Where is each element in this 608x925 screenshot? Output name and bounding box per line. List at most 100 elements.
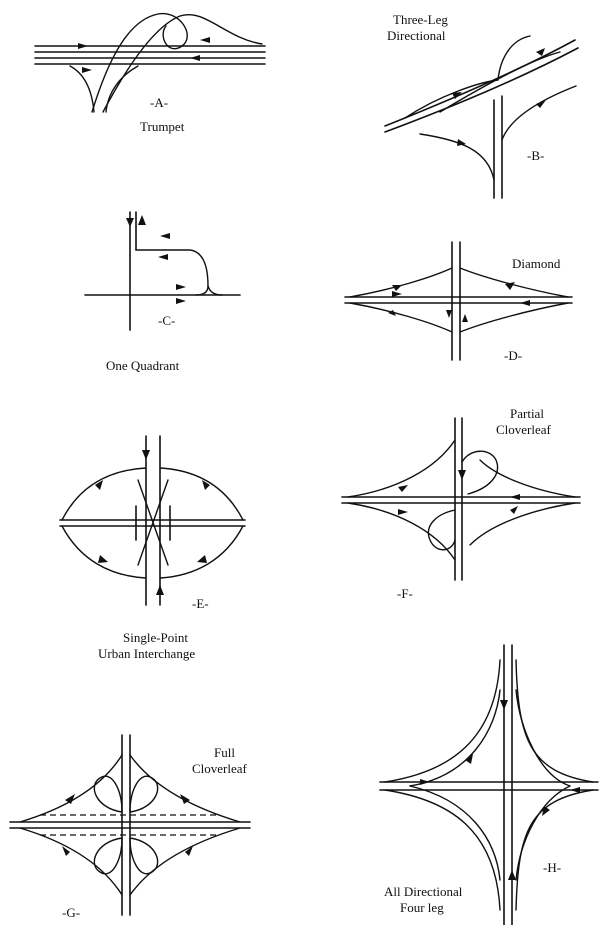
directional-ramp-1 xyxy=(404,35,531,119)
parclo-arrow-2 xyxy=(510,494,520,500)
trumpet-letter: -A- xyxy=(150,95,169,110)
trumpet-arrow-2 xyxy=(200,37,210,43)
quadrant-arrow-ramp xyxy=(158,254,168,260)
spui-letter: -E- xyxy=(192,596,209,611)
parclo-ramp-sw xyxy=(347,502,456,561)
directional-arrow-4 xyxy=(536,100,546,108)
directional4-ramp-sw-outer xyxy=(384,789,501,911)
diamond-arrow-3 xyxy=(520,300,530,306)
diamond-ramp-sw xyxy=(349,302,453,333)
clover-ramp-se xyxy=(129,827,241,896)
directional4-caption-line1: All Directional xyxy=(384,884,463,899)
spui-ramp-ne xyxy=(159,467,244,521)
directional-ramp-2 xyxy=(439,51,561,113)
spui-ramp-sw xyxy=(61,525,147,579)
quadrant-arrow-left xyxy=(160,233,170,239)
single-point-drawing xyxy=(59,435,246,606)
clover-loop-nw xyxy=(93,775,123,813)
directional-mainline-1 xyxy=(384,39,576,127)
trumpet-loop-ramp xyxy=(91,13,188,113)
parclo-arrow-3 xyxy=(398,509,408,515)
trumpet-left-ramp xyxy=(69,65,95,113)
parclo-ramp-se xyxy=(469,502,576,546)
parclo-arrow-1 xyxy=(398,485,408,492)
clover-arrow-1 xyxy=(65,794,75,804)
all-directional-drawing xyxy=(379,644,599,925)
clover-ramp-nw xyxy=(19,754,123,823)
clover-loop-ne xyxy=(129,775,159,813)
clover-arrow-3 xyxy=(62,846,70,856)
trumpet-outer-ramp xyxy=(102,13,263,113)
one-quadrant-caption: One Quadrant xyxy=(106,358,180,373)
three-leg-letter: -B- xyxy=(527,148,545,163)
diamond-arrow-5 xyxy=(505,282,515,290)
parclo-arrow-4 xyxy=(510,506,518,514)
trumpet-right-ramp xyxy=(105,65,139,113)
diamond-arrow-4 xyxy=(388,310,396,316)
directional4-ramp-nw-inner xyxy=(409,689,501,787)
spui-arrow-5 xyxy=(98,555,108,563)
spui-arrow-3 xyxy=(95,480,103,490)
spui-ramp-se xyxy=(159,525,244,579)
trumpet-drawing xyxy=(34,13,266,113)
full-cloverleaf-drawing xyxy=(9,734,251,916)
directional4-ramp-ne-outer xyxy=(515,659,594,783)
quadrant-arrow-up xyxy=(138,215,146,225)
directional4-ramp-se-inner xyxy=(515,785,571,881)
diamond-caption: Diamond xyxy=(512,256,561,271)
directional4-arrow-3 xyxy=(500,700,508,710)
parclo-caption-line2: Cloverleaf xyxy=(496,422,551,437)
parclo-ramp-nw xyxy=(347,439,456,498)
parclo-caption-line1: Partial xyxy=(510,406,544,421)
quadrant-ramp-end xyxy=(207,285,223,296)
clover-ramp-ne xyxy=(129,754,241,823)
partial-cloverleaf-drawing xyxy=(341,417,581,581)
three-leg-caption-line1: Three-Leg xyxy=(393,12,448,27)
clover-arrow-4 xyxy=(185,846,193,856)
clover-caption-line2: Cloverleaf xyxy=(192,761,247,776)
spui-arrow-2 xyxy=(156,585,164,595)
clover-arrow-2 xyxy=(180,794,190,804)
clover-letter: -G- xyxy=(62,905,81,920)
spui-ramp-nw xyxy=(61,467,147,521)
spui-arrow-1 xyxy=(142,450,150,460)
directional-arrow-2 xyxy=(536,48,545,56)
directional-ramp-4 xyxy=(501,85,577,141)
diamond-arrow-1 xyxy=(392,285,402,291)
three-leg-caption-line2: Directional xyxy=(387,28,446,43)
directional-arrow-3 xyxy=(457,139,466,146)
directional4-letter: -H- xyxy=(543,860,562,875)
clover-ramp-sw xyxy=(19,827,123,896)
diamond-ramp-nw xyxy=(349,267,453,298)
directional4-arrow-2 xyxy=(570,787,580,793)
three-leg-directional-drawing xyxy=(384,35,579,199)
spui-arrow-6 xyxy=(197,555,207,563)
trumpet-arrow-1 xyxy=(78,43,88,49)
parclo-arrow-5 xyxy=(458,470,466,480)
parclo-loop-sw xyxy=(427,509,456,551)
directional4-arrow-1 xyxy=(420,779,430,785)
quadrant-arrow-right-1 xyxy=(176,284,186,290)
clover-loop-sw xyxy=(93,837,123,875)
parclo-ramp-ne xyxy=(479,459,576,498)
directional4-ramp-ne-inner xyxy=(515,689,571,787)
directional4-arrow-5 xyxy=(465,754,473,764)
parclo-loop-ne xyxy=(461,450,499,495)
directional4-ramp-sw-inner xyxy=(409,785,501,881)
diamond-arrow-6 xyxy=(446,310,452,318)
spui-caption-line1: Single-Point xyxy=(123,630,189,645)
directional-arrow-1 xyxy=(452,92,462,99)
trumpet-arrow-3 xyxy=(82,67,92,73)
spui-arrow-4 xyxy=(202,480,210,490)
directional4-ramp-nw-outer xyxy=(384,659,501,783)
diamond-arrow-2 xyxy=(392,291,402,297)
diamond-ramp-se xyxy=(459,302,569,333)
diamond-drawing xyxy=(344,241,573,361)
quadrant-arrow-down xyxy=(126,218,134,227)
quadrant-arrow-right-2 xyxy=(176,298,186,304)
directional4-arrow-6 xyxy=(542,806,550,816)
directional4-ramp-se-outer xyxy=(515,789,594,911)
clover-loop-se xyxy=(129,837,159,875)
quadrant-ramp xyxy=(135,249,209,296)
